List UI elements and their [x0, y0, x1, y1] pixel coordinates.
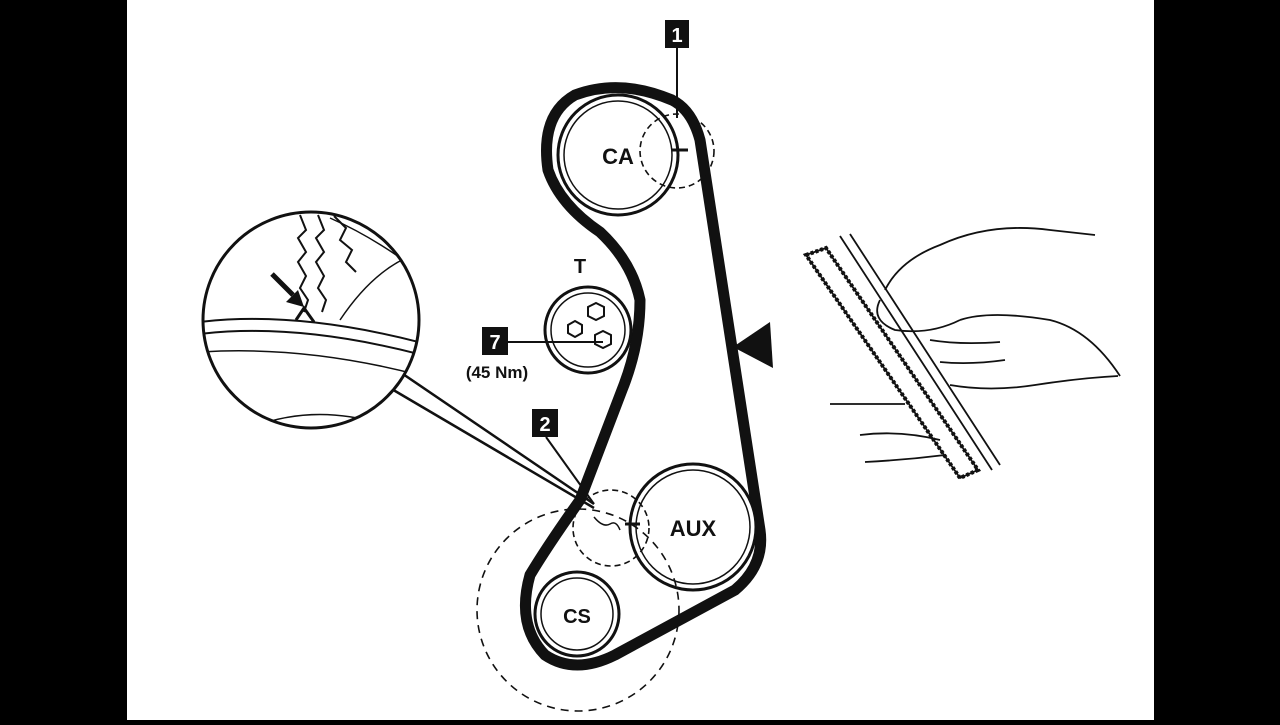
callout-1-badge	[665, 20, 689, 48]
tensioner-label: T	[574, 256, 586, 278]
camshaft-pulley: CA	[556, 93, 680, 217]
hex-bolt-icon	[567, 319, 583, 339]
detail-magnifier-icon	[201, 210, 595, 510]
hex-bolt-icon	[594, 329, 612, 350]
crankshaft-pulley: CS	[533, 570, 621, 658]
callout-2-badge	[532, 409, 558, 437]
callout-2-leader	[545, 436, 595, 505]
belt-notch-mark	[593, 516, 621, 531]
callout-7-text: 7	[489, 332, 500, 354]
torque-note: (45 Nm)	[466, 363, 528, 382]
callout-1-text: 1	[671, 25, 682, 47]
auxiliary-pulley: AUX	[628, 462, 758, 592]
callout-7-badge	[482, 327, 508, 355]
hand-holding-belt-icon	[802, 227, 1121, 481]
auxiliary-label: AUX	[670, 516, 717, 541]
crankshaft-outline-dashed	[476, 508, 680, 712]
tensioner-pulley: T	[543, 256, 633, 375]
hex-bolt-icon	[587, 301, 605, 322]
direction-arrow-icon	[733, 322, 773, 368]
crankshaft-label: CS	[563, 606, 591, 628]
callout-2-text: 2	[539, 414, 550, 436]
crankshaft-mark-circle	[572, 489, 650, 567]
timing-belt	[519, 82, 767, 671]
camshaft-label: CA	[602, 144, 634, 169]
